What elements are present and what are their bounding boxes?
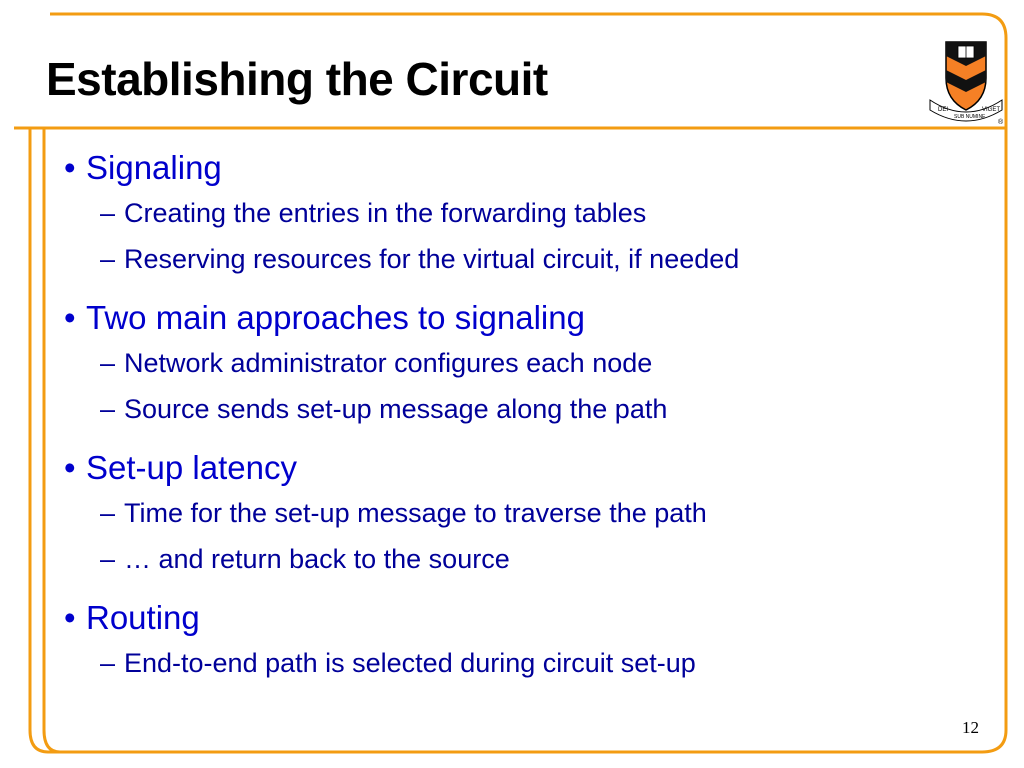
bullet-item: • Routing xyxy=(64,598,984,638)
sub-bullet-text: Time for the set-up message to traverse … xyxy=(124,498,707,528)
sub-bullet-item: –Time for the set-up message to traverse… xyxy=(64,490,984,536)
motto-left: DEI xyxy=(938,107,948,113)
princeton-shield-icon: DEI SUB NUMINE VIGET ® xyxy=(929,41,1004,126)
sub-bullet-item: –Reserving resources for the virtual cir… xyxy=(64,236,984,282)
dash-marker: – xyxy=(100,198,116,228)
sub-bullet-item: –… and return back to the source xyxy=(64,536,984,582)
bullet-dot: • xyxy=(64,449,76,486)
sub-bullet-text: Network administrator configures each no… xyxy=(124,348,653,378)
bullet-dot: • xyxy=(64,599,76,636)
dash-marker: – xyxy=(100,244,116,274)
bullet-group: • Signaling –Creating the entries in the … xyxy=(64,148,984,282)
sub-bullet-item: –Network administrator configures each n… xyxy=(64,340,984,386)
page-number: 12 xyxy=(962,718,979,737)
bullet-dot: • xyxy=(64,149,76,186)
dash-marker: – xyxy=(100,498,116,528)
bullet-group: • Set-up latency –Time for the set-up mes… xyxy=(64,448,984,582)
sub-bullet-text: Creating the entries in the forwarding t… xyxy=(124,198,647,228)
bullet-text: Two main approaches to signaling xyxy=(86,299,585,336)
bullet-dot: • xyxy=(64,299,76,336)
dash-marker: – xyxy=(100,648,116,678)
bullet-group: • Routing –End-to-end path is selected du… xyxy=(64,598,984,686)
sub-bullet-text: End-to-end path is selected during circu… xyxy=(124,648,696,678)
sub-bullet-item: –Creating the entries in the forwarding … xyxy=(64,190,984,236)
dash-marker: – xyxy=(100,394,116,424)
registered-mark: ® xyxy=(998,118,1004,126)
bullet-text: Signaling xyxy=(86,149,222,186)
sub-bullet-item: –Source sends set-up message along the p… xyxy=(64,386,984,432)
bullet-text: Set-up latency xyxy=(86,449,297,486)
bullet-item: • Set-up latency xyxy=(64,448,984,488)
sub-bullet-text: Reserving resources for the virtual circ… xyxy=(124,244,740,274)
bullet-item: • Two main approaches to signaling xyxy=(64,298,984,338)
bullet-list: •Signaling –Creating the entries in the … xyxy=(64,148,984,702)
motto-center: SUB NUMINE xyxy=(954,114,986,120)
bullet-text: Routing xyxy=(86,599,200,636)
bullet-item: • Signaling xyxy=(64,148,984,188)
sub-bullet-text: … and return back to the source xyxy=(124,544,510,574)
sub-bullet-item: –End-to-end path is selected during circ… xyxy=(64,640,984,686)
bullet-group: • Two main approaches to signaling –Netwo… xyxy=(64,298,984,432)
slide-title: Establishing the Circuit xyxy=(46,53,548,105)
dash-marker: – xyxy=(100,544,116,574)
sub-bullet-text: Source sends set-up message along the pa… xyxy=(124,394,668,424)
dash-marker: – xyxy=(100,348,116,378)
motto-right: VIGET xyxy=(982,107,1000,113)
